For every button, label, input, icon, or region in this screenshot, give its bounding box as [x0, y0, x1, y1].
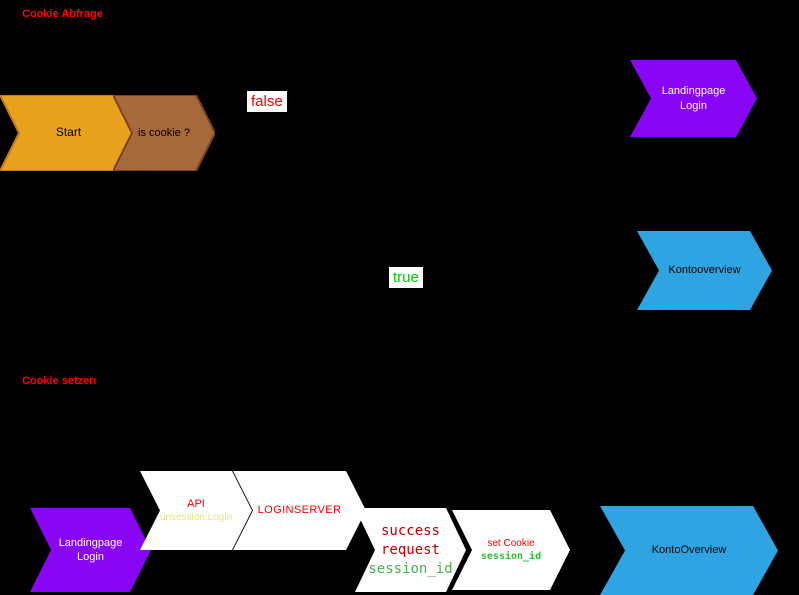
kontooverview-bottom-label: KontoOverview — [651, 544, 727, 557]
chevron-shape — [30, 508, 151, 592]
start-step-label: Start — [55, 125, 82, 140]
chevron-shape — [233, 471, 366, 550]
chevron-shape — [0, 95, 137, 171]
set-cookie-step[interactable]: set Cookie session_id — [452, 510, 570, 590]
is-cookie-decision-step[interactable]: is cookie ? — [113, 95, 215, 171]
is-cookie-label: is cookie ? — [138, 126, 190, 139]
request-label: request — [380, 541, 440, 558]
edge-label-true: true — [389, 267, 423, 288]
kontooverview-step-top[interactable]: Kontooverview — [637, 231, 772, 310]
landingpage-login-bottom-label: Landingpage Login — [58, 536, 123, 563]
session-id-label: session_id — [368, 560, 453, 577]
api-label: API — [187, 497, 205, 510]
success-request-session-step[interactable]: success request session_id — [355, 508, 466, 592]
landingpage-login-step-bottom[interactable]: Landingpage Login — [30, 508, 151, 592]
chevron-shape — [630, 60, 757, 137]
start-step[interactable]: Start — [0, 95, 137, 171]
kontooverview-step-bottom[interactable]: KontoOverview — [600, 506, 778, 595]
chevron-shape — [637, 231, 772, 310]
set-cookie-label: set Cookie — [487, 538, 535, 549]
chevron-shape — [113, 95, 215, 171]
landingpage-login-step-top[interactable]: Landingpage Login — [630, 60, 757, 137]
edge-label-false: false — [247, 91, 287, 112]
chevron-shape — [140, 471, 252, 550]
loginserver-step[interactable]: LOGINSERVER — [233, 471, 366, 550]
set-cookie-session-id-label: session_id — [480, 551, 542, 562]
chevron-shape — [355, 508, 466, 592]
section-label-cookie-abfrage: Cookie Abfrage — [22, 8, 103, 20]
section-label-cookie-setzen: Cookie setzen — [22, 375, 96, 387]
chevron-shape — [452, 510, 570, 590]
kontooverview-top-label: Kontooverview — [668, 264, 741, 277]
api-session-login-step[interactable]: API unsession:Login — [140, 471, 252, 550]
success-label: success — [380, 522, 440, 539]
api-session-login-label: unsession:Login — [159, 512, 233, 524]
landingpage-login-top-label: Landingpage Login — [661, 85, 726, 112]
loginserver-label: LOGINSERVER — [257, 504, 342, 517]
chevron-shape — [600, 506, 778, 595]
